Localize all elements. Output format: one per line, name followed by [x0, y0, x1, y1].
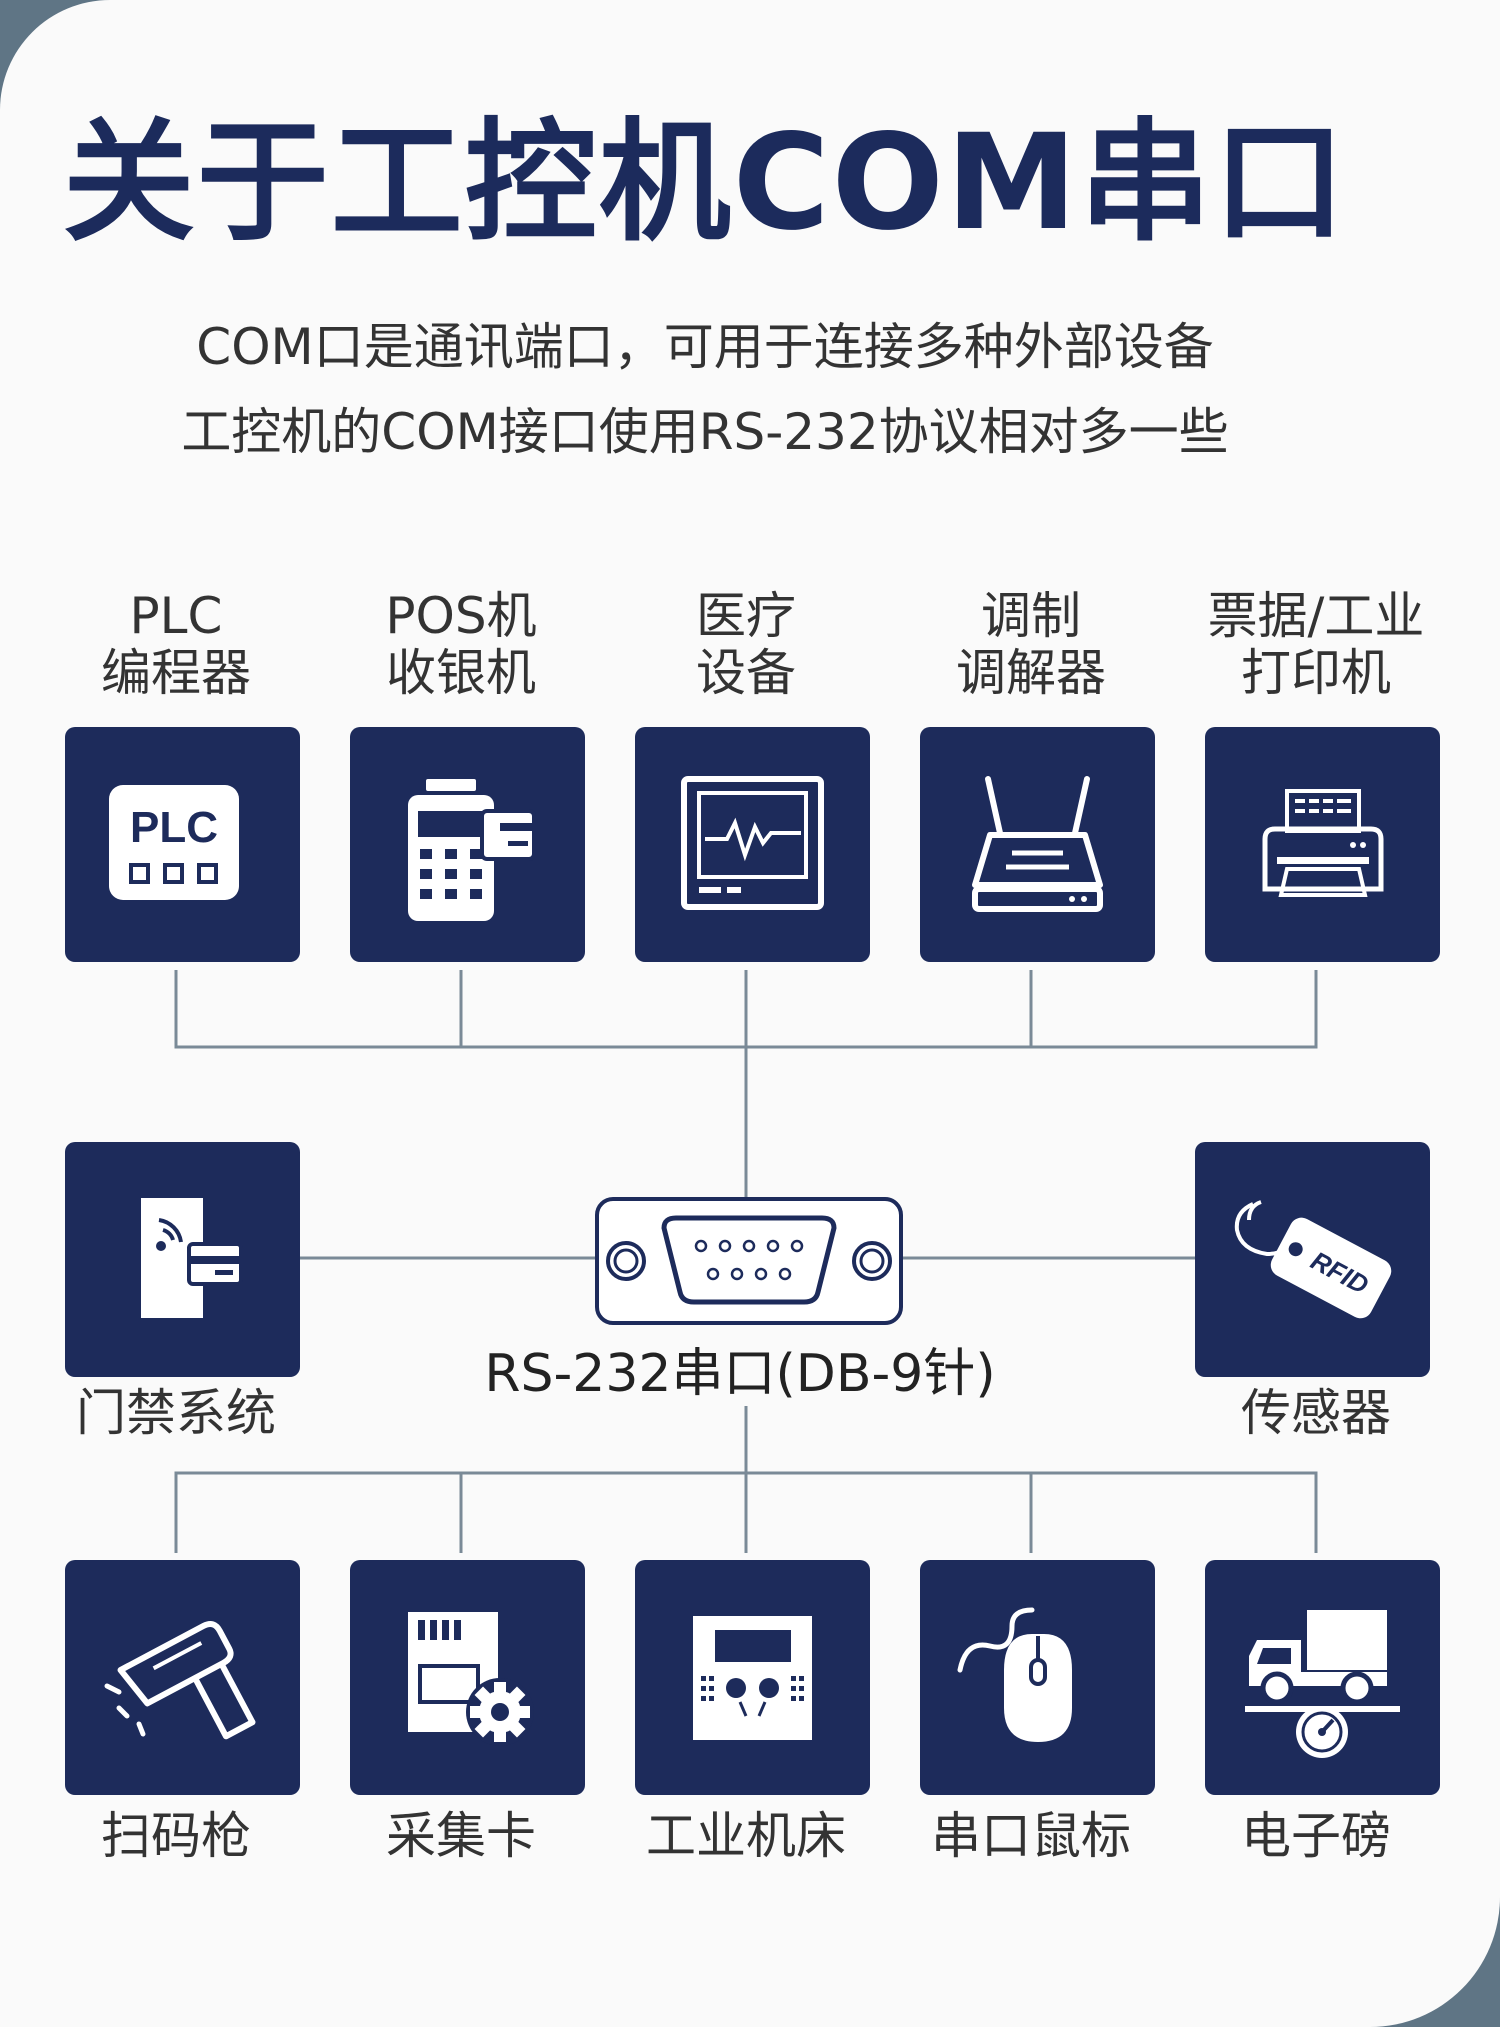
truck-scale-icon: [1245, 1610, 1400, 1758]
device-box-access-control[interactable]: [65, 1142, 300, 1377]
device-label-medical: 医疗 设备: [696, 587, 796, 702]
plc-icon: PLC: [109, 785, 239, 900]
device-box-sensor[interactable]: RFID: [1195, 1142, 1430, 1377]
bottom-bus: [174, 1471, 1318, 1553]
mouse-icon: [957, 1607, 1072, 1742]
device-box-modem[interactable]: [920, 727, 1155, 962]
device-label-truck-scale: 电子磅: [1241, 1807, 1391, 1865]
device-box-truck-scale[interactable]: [1205, 1560, 1440, 1795]
rfid-tag-icon: RFID: [1234, 1200, 1392, 1319]
subtitle-line-2: 工控机的COM接口使用RS-232协议相对多一些: [181, 403, 1229, 461]
device-box-pos[interactable]: [350, 727, 585, 962]
db9-connector-icon: [595, 1197, 903, 1325]
page-title: 关于工控机COM串口: [62, 106, 1348, 260]
device-box-printer[interactable]: [1205, 727, 1440, 962]
device-label-plc: PLC 编程器: [101, 587, 251, 702]
device-label-serial-mouse: 串口鼠标: [931, 1807, 1131, 1865]
machine-control-icon: [693, 1616, 812, 1740]
device-label-modem: 调制 调解器: [956, 587, 1106, 702]
device-label-machine-tool: 工业机床: [646, 1807, 846, 1865]
plc-icon-text: PLC: [130, 803, 218, 852]
device-label-pos: POS机 收银机: [385, 587, 537, 702]
device-box-scanner[interactable]: [65, 1560, 300, 1795]
pos-terminal-icon: [408, 779, 536, 921]
router-icon: [972, 776, 1103, 912]
device-box-serial-mouse[interactable]: [920, 1560, 1155, 1795]
device-box-medical[interactable]: [635, 727, 870, 962]
device-label-sensor: 传感器: [1241, 1384, 1391, 1442]
hub-label: RS-232串口(DB-9针): [484, 1344, 996, 1404]
medical-monitor-icon: [681, 776, 824, 910]
access-control-icon: [141, 1198, 243, 1318]
printer-icon: [1262, 789, 1384, 897]
subtitle-line-1: COM口是通讯端口，可用于连接多种外部设备: [196, 318, 1214, 376]
device-box-plc[interactable]: PLC: [65, 727, 300, 962]
device-label-capture-card: 采集卡: [386, 1807, 536, 1865]
device-label-access-control: 门禁系统: [76, 1384, 276, 1442]
barcode-scanner-icon: [104, 1620, 256, 1740]
device-box-machine-tool[interactable]: [635, 1560, 870, 1795]
device-label-printer: 票据/工业 打印机: [1207, 587, 1425, 702]
sd-card-gear-icon: [408, 1612, 534, 1746]
device-label-scanner: 扫码枪: [101, 1807, 251, 1865]
device-box-capture-card[interactable]: [350, 1560, 585, 1795]
